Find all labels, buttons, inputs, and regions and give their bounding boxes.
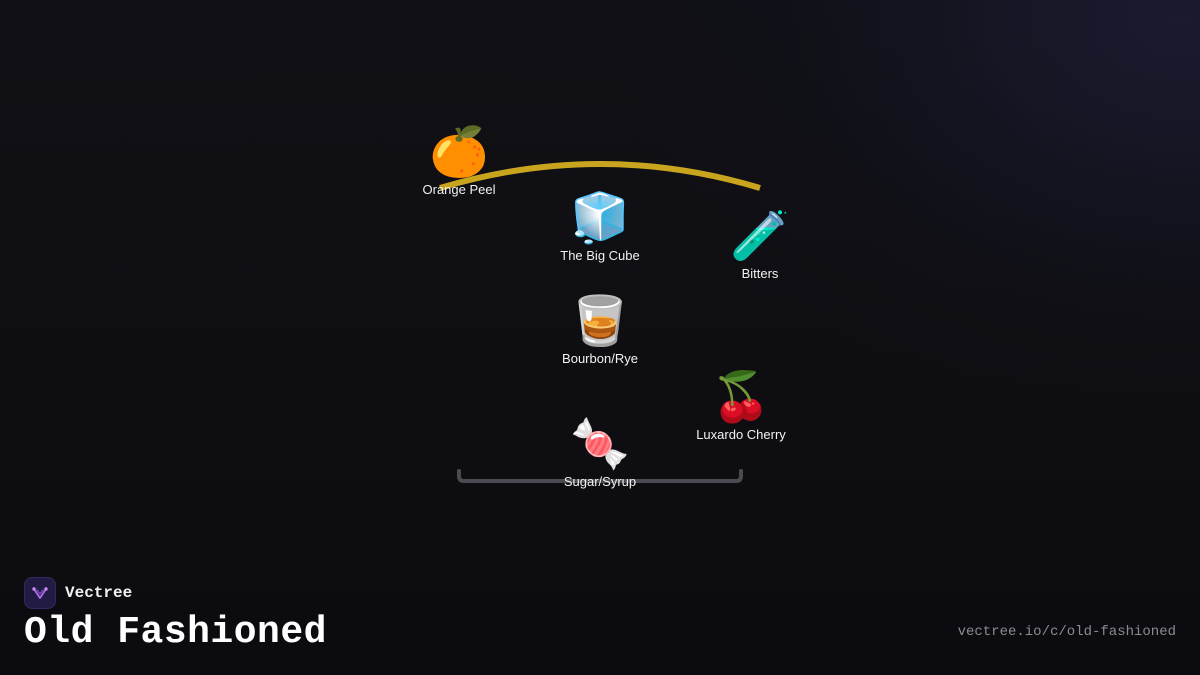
tumbler-glass-icon: 🥃 — [570, 293, 630, 349]
cherries-icon: 🍒 — [711, 369, 771, 425]
node-label-orange-peel: Orange Peel — [422, 182, 496, 197]
share-url[interactable]: vectree.io/c/old-fashioned — [957, 624, 1176, 640]
brand[interactable]: Vectree — [24, 577, 132, 609]
node-label-big-cube: The Big Cube — [560, 248, 640, 263]
node-sugar[interactable]: 🍬 Sugar/Syrup — [564, 416, 636, 490]
node-cherry[interactable]: 🍒 Luxardo Cherry — [696, 369, 786, 443]
test-tube-icon: 🧪 — [730, 208, 790, 264]
node-bitters[interactable]: 🧪 Bitters — [730, 208, 790, 282]
node-label-sugar: Sugar/Syrup — [563, 474, 637, 489]
node-bourbon[interactable]: 🥃 Bourbon/Rye — [562, 293, 638, 367]
orange-peel-arc — [439, 161, 761, 191]
node-label-cherry: Luxardo Cherry — [696, 427, 786, 442]
orange-icon: 🍊 — [429, 124, 489, 180]
node-orange-peel[interactable]: 🍊 Orange Peel — [423, 124, 496, 198]
candy-icon: 🍬 — [570, 416, 630, 472]
page-title: Old Fashioned — [24, 611, 327, 654]
node-label-bourbon: Bourbon/Rye — [562, 351, 638, 366]
vectree-logo-icon — [24, 577, 56, 609]
brand-name: Vectree — [65, 584, 133, 602]
node-label-bitters: Bitters — [741, 266, 779, 281]
node-big-cube[interactable]: 🧊 The Big Cube — [560, 190, 640, 264]
ice-cube-icon: 🧊 — [570, 190, 630, 246]
glass-base-bracket — [457, 469, 743, 483]
